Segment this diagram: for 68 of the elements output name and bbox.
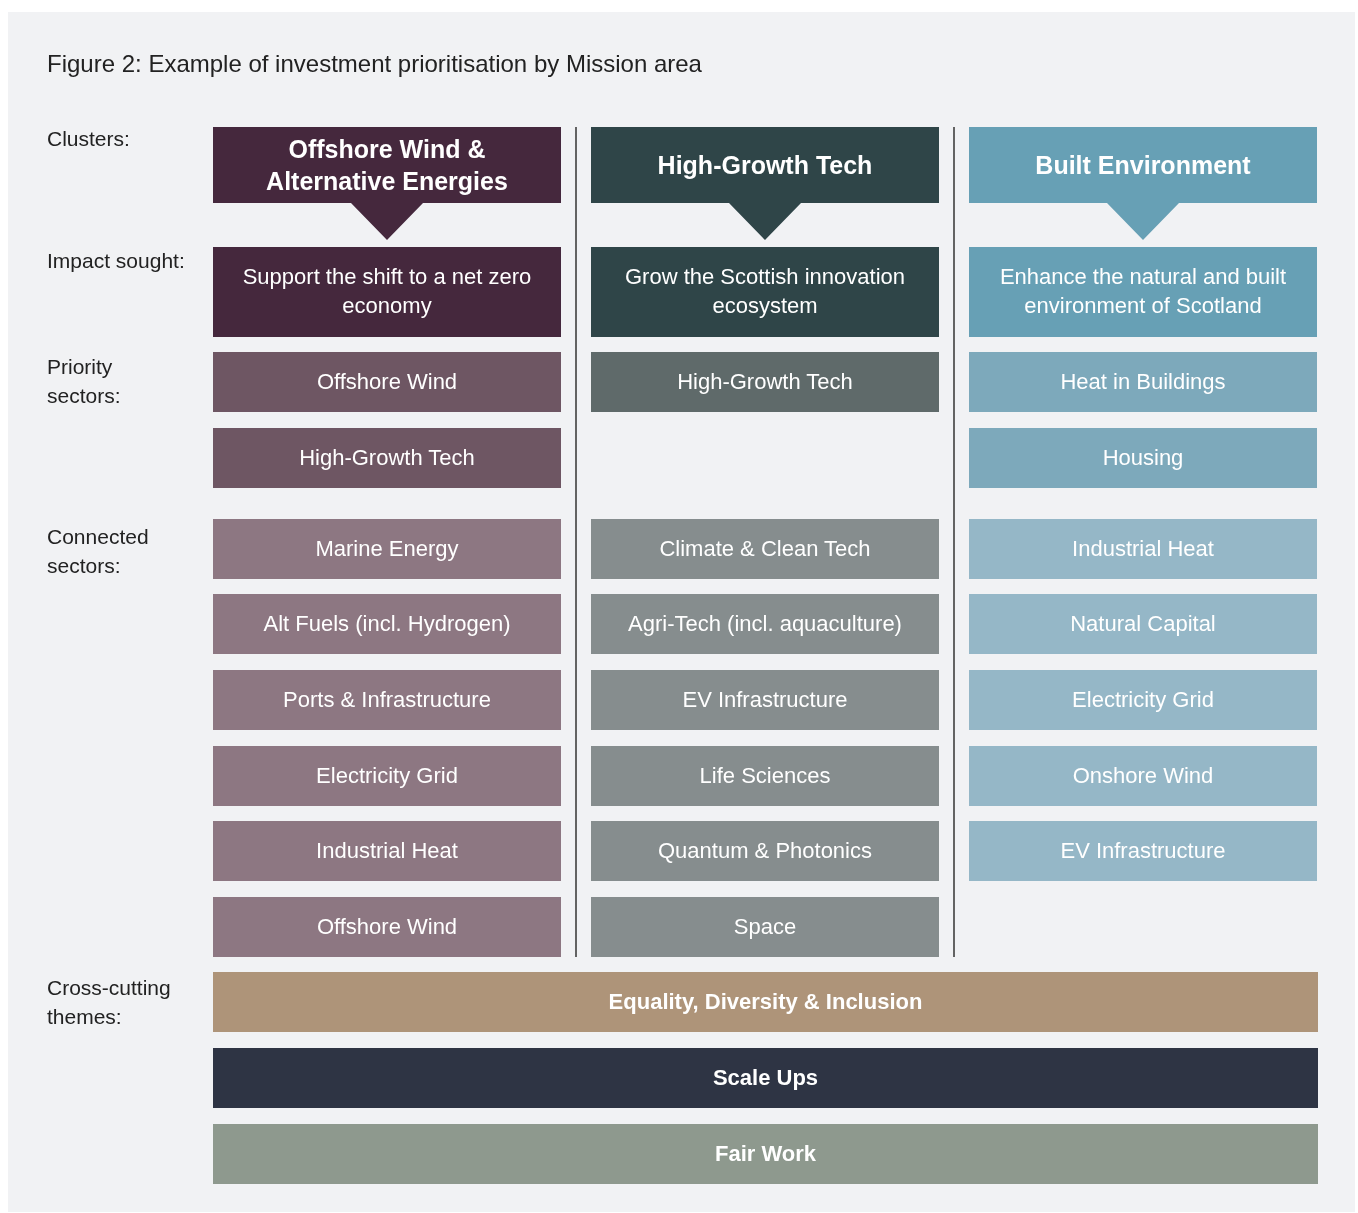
theme-bar (213, 1048, 1318, 1108)
theme-title: Equality, Diversity & Inclusion (608, 988, 923, 1016)
connected-sector-box (213, 897, 561, 957)
box-text: EV Infrastructure (1060, 837, 1226, 865)
row-label: Connected sectors: (47, 524, 150, 579)
box-text: Quantum & Photonics (658, 837, 872, 865)
cluster-header (969, 127, 1317, 240)
connected-sector-box (591, 897, 939, 957)
connected-sector-box (591, 670, 939, 730)
box-text: Industrial Heat (1072, 535, 1214, 563)
connected-sector-box (591, 594, 939, 654)
connected-sector-box (213, 519, 561, 579)
box-text: Electricity Grid (316, 762, 458, 790)
box-text: Agri-Tech (incl. aquaculture) (628, 610, 902, 638)
row-label: Impact sought: (47, 248, 186, 274)
box-text: High-Growth Tech (677, 368, 853, 396)
box-text: Marine Energy (315, 535, 459, 563)
priority-sector-box (213, 428, 561, 488)
row-label: Cross-cutting themes: (47, 975, 172, 1030)
impact-box (591, 247, 939, 337)
connected-sector-box (213, 670, 561, 730)
priority-sector-box (969, 352, 1317, 412)
impact-box (969, 247, 1317, 337)
priority-sector-box (969, 428, 1317, 488)
impact-box (213, 247, 561, 337)
box-text: Industrial Heat (316, 837, 458, 865)
box-text: Life Sciences (699, 762, 831, 790)
cluster-title: Built Environment (1035, 149, 1251, 181)
cluster-header (591, 127, 939, 240)
priority-sector-box (213, 352, 561, 412)
row-label: Clusters: (47, 126, 131, 152)
priority-sector-box (591, 352, 939, 412)
box-text: Space (733, 913, 797, 941)
box-text: High-Growth Tech (299, 444, 475, 472)
box-text: Grow the Scottish innovation ecosystem (623, 263, 906, 320)
connected-sector-box (591, 746, 939, 806)
box-text: Heat in Buildings (1060, 368, 1226, 396)
cluster-title: High-Growth Tech (657, 149, 873, 181)
connected-sector-box (213, 594, 561, 654)
box-text: Support the shift to a net zero economy (241, 263, 533, 320)
box-text: Electricity Grid (1072, 686, 1214, 714)
connected-sector-box (213, 746, 561, 806)
cluster-header (213, 127, 561, 240)
box-text: Onshore Wind (1072, 762, 1214, 790)
cluster-title: Offshore Wind & Alternative Energies (265, 133, 509, 197)
box-text: Ports & Infrastructure (283, 686, 491, 714)
connected-sector-box (969, 670, 1317, 730)
theme-bar (213, 972, 1318, 1032)
box-text: Alt Fuels (incl. Hydrogen) (263, 610, 511, 638)
theme-bar (213, 1124, 1318, 1184)
connected-sector-box (591, 821, 939, 881)
connected-sector-box (969, 746, 1317, 806)
theme-title: Scale Ups (712, 1064, 819, 1092)
figure-title: Figure 2: Example of investment prioritisation by Mission area (47, 50, 702, 78)
box-text: EV Infrastructure (682, 686, 848, 714)
box-text: Climate & Clean Tech (659, 535, 871, 563)
box-text: Natural Capital (1070, 610, 1216, 638)
box-text: Offshore Wind (316, 368, 458, 396)
connected-sector-box (969, 519, 1317, 579)
row-label: Priority sectors: (47, 354, 122, 409)
theme-title: Fair Work (714, 1140, 817, 1168)
connected-sector-box (591, 519, 939, 579)
connected-sector-box (969, 821, 1317, 881)
connected-sector-box (213, 821, 561, 881)
connected-sector-box (969, 594, 1317, 654)
box-text: Offshore Wind (316, 913, 458, 941)
box-text: Enhance the natural and built environment of Scotland (998, 263, 1288, 320)
box-text: Housing (1102, 444, 1184, 472)
